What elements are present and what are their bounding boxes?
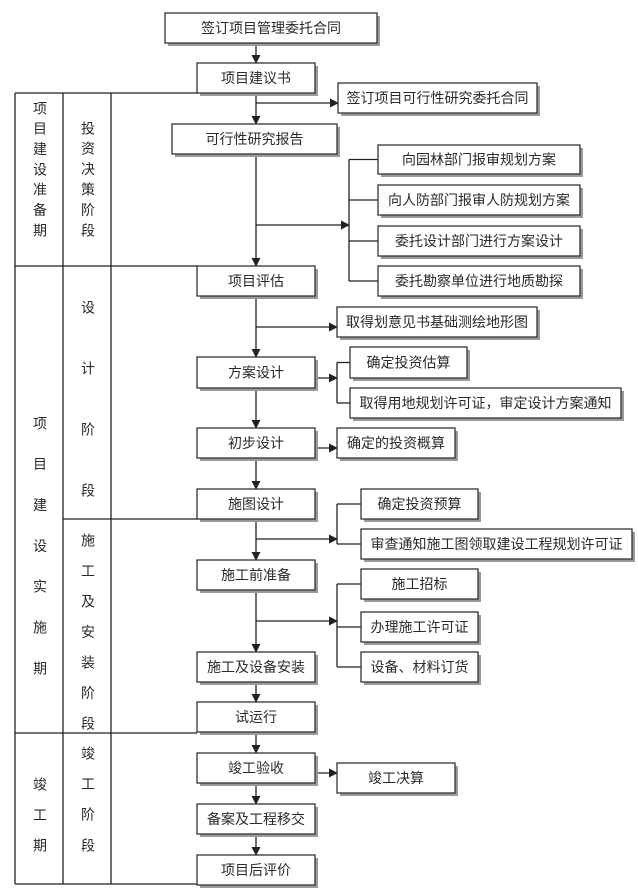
step-box: 初步设计 [196, 427, 318, 461]
box-label: 委托勘察单位进行地质勘探 [395, 273, 563, 290]
box-frame [360, 528, 633, 560]
side-box: 设备、材料订货 [360, 651, 481, 685]
box-label: 确定投资估算 [367, 356, 451, 372]
box-frame [360, 611, 479, 643]
side-box: 委托设计部门进行方案设计 [377, 225, 583, 259]
box-label: 取得用地规划许可证，审定设计方案通知 [360, 395, 612, 412]
box-label: 向人防部门报审人防规划方案 [388, 192, 570, 209]
box-label: 取得划意见书基础测绘地形图 [346, 314, 528, 331]
step-box: 备案及工程移交 [196, 803, 318, 837]
phase-table [14, 92, 197, 885]
box-label: 竣工决算 [368, 771, 424, 787]
box-label: 项目评估 [228, 274, 284, 290]
box-frame [360, 568, 479, 600]
box-label: 试运行 [235, 710, 277, 726]
side-box: 办理施工许可证 [360, 611, 481, 645]
box-label: 确定投资预算 [378, 497, 462, 513]
stage-label-design: 设计阶段 [79, 300, 95, 544]
side-box: 审查通知施工图领取建设工程规划许可证 [360, 528, 635, 562]
box-frame [164, 12, 378, 44]
box-frame [196, 427, 316, 459]
box-frame [377, 144, 581, 175]
step-box: 施图设计 [196, 488, 318, 522]
side-box: 委托勘察单位进行地质勘探 [377, 265, 583, 299]
box-label: 签订项目管理委托合同 [201, 20, 341, 37]
box-frame [196, 854, 316, 886]
box-frame [196, 752, 316, 784]
step-box: 项目后评价 [196, 854, 318, 888]
box-frame [360, 651, 479, 683]
box-frame [337, 82, 538, 114]
step-box: 施工前准备 [196, 559, 318, 593]
stage-label-construction: 施工及安装阶段 [79, 533, 95, 747]
box-frame [196, 701, 316, 733]
side-box: 确定的投资概算 [336, 427, 458, 461]
side-box: 竣工决算 [336, 762, 458, 796]
connector-lines [251, 43, 378, 856]
period-label-preparation: 项目建设准备期 [31, 101, 47, 244]
box-frame [336, 427, 456, 459]
side-box: 确定投资估算 [349, 346, 470, 381]
step-box: 施工及设备安装 [196, 651, 318, 685]
step-box: 可行性研究报告 [171, 123, 340, 157]
box-frame [336, 306, 538, 338]
box-frame [349, 387, 622, 419]
box-label: 办理施工许可证 [371, 620, 469, 636]
box-label: 项目后评价 [221, 863, 291, 879]
side-box: 施工招标 [360, 568, 481, 602]
box-frame [196, 488, 316, 520]
box-label: 竣工验收 [228, 761, 284, 777]
step-box: 方案设计 [196, 356, 318, 391]
box-frame [377, 184, 581, 216]
side-box: 签订项目可行性研究委托合同 [337, 82, 540, 116]
box-frame [377, 225, 581, 257]
box-label: 施图设计 [228, 497, 284, 513]
box-frame [196, 803, 316, 835]
side-box: 取得用地规划许可证，审定设计方案通知 [349, 387, 624, 421]
step-box: 试运行 [196, 701, 318, 735]
side-box: 取得划意见书基础测绘地形图 [336, 306, 540, 340]
flow-boxes: 签订项目管理委托合同项目建议书可行性研究报告项目评估方案设计初步设计施图设计施工… [164, 12, 635, 888]
box-frame [196, 265, 316, 297]
box-frame [196, 62, 316, 94]
stage-label-investment-decision: 投资决策阶段 [79, 121, 95, 244]
side-box: 确定投资预算 [360, 488, 481, 522]
box-frame [360, 488, 479, 520]
box-label: 施工及设备安装 [207, 659, 305, 676]
step-box: 竣工验收 [196, 752, 318, 786]
box-label: 委托设计部门进行方案设计 [395, 233, 563, 250]
box-label: 签订项目可行性研究委托合同 [347, 90, 529, 107]
box-frame [196, 356, 316, 389]
box-frame [377, 265, 581, 297]
box-label: 设备、材料订货 [371, 659, 469, 676]
box-frame [196, 651, 316, 683]
box-frame [171, 123, 338, 155]
box-frame [196, 559, 316, 591]
box-label: 备案及工程移交 [207, 811, 305, 828]
box-label: 向园林部门报审规划方案 [402, 152, 556, 169]
stage-label-completion: 竣工阶段 [79, 746, 95, 869]
box-label: 确定的投资概算 [347, 436, 445, 452]
box-label: 施工招标 [392, 577, 448, 593]
period-label-implementation: 项目建设实施期 [31, 416, 47, 702]
side-box: 向人防部门报审人防规划方案 [377, 184, 583, 218]
box-frame [349, 346, 468, 379]
box-frame [336, 762, 456, 794]
step-box: 项目建议书 [196, 62, 318, 96]
side-box: 向园林部门报审规划方案 [377, 144, 583, 177]
box-label: 可行性研究报告 [206, 132, 304, 148]
box-label: 初步设计 [228, 435, 284, 452]
period-label-completion: 竣工期 [31, 777, 47, 869]
step-box: 签订项目管理委托合同 [164, 12, 380, 46]
box-label: 施工前准备 [221, 567, 291, 584]
box-label: 审查通知施工图领取建设工程规划许可证 [371, 536, 623, 553]
step-box: 项目评估 [196, 265, 318, 299]
box-label: 项目建议书 [221, 71, 291, 87]
box-label: 方案设计 [228, 365, 284, 382]
